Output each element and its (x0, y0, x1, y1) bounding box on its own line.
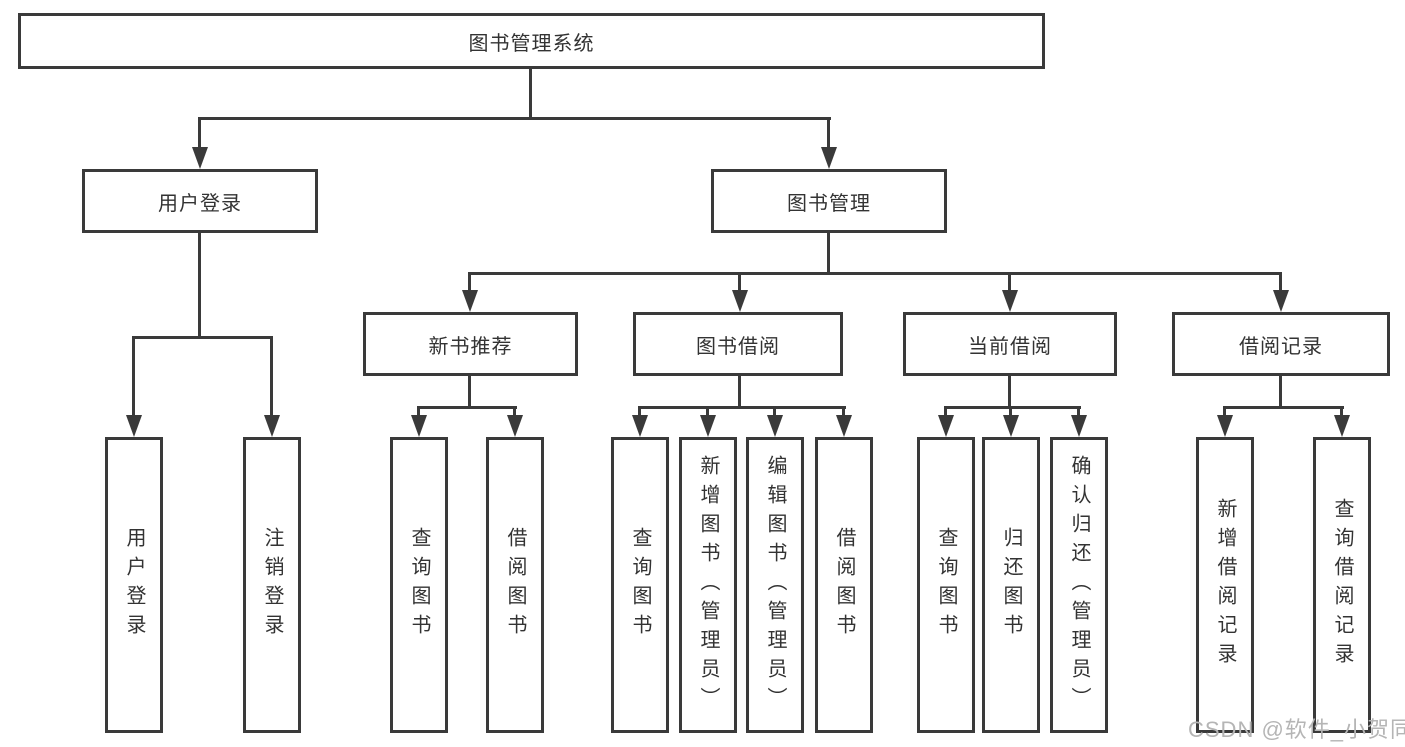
arrow-down-icon (1002, 290, 1018, 312)
node-rec-borrow-books: 借阅图书 (486, 437, 544, 733)
node-new-book-recommend: 新书推荐 (363, 312, 578, 376)
connector-line (270, 336, 273, 420)
arrow-down-icon (1003, 415, 1019, 437)
arrow-down-icon (264, 415, 280, 437)
arrow-down-icon (1217, 415, 1233, 437)
node-records-add-record: 新增借阅记录 (1196, 437, 1254, 733)
connector-line (738, 376, 741, 406)
arrow-down-icon (1071, 415, 1087, 437)
connector-line (1008, 376, 1011, 406)
arrow-down-icon (767, 415, 783, 437)
connector-line (1008, 272, 1011, 296)
arrow-down-icon (632, 415, 648, 437)
connector-line (1279, 376, 1282, 406)
connector-line (198, 117, 201, 151)
node-logout: 注销登录 (243, 437, 301, 733)
connector-line (639, 406, 846, 409)
connector-line (1279, 272, 1282, 296)
watermark: CSDN @软件_小贺同学 (1188, 717, 1405, 742)
node-borrow-add-books-admin: 新增图书（管理员） (679, 437, 737, 733)
arrow-down-icon (938, 415, 954, 437)
node-book-borrowing: 图书借阅 (633, 312, 843, 376)
node-current-borrowing: 当前借阅 (903, 312, 1117, 376)
connector-line (638, 406, 641, 420)
arrow-down-icon (700, 415, 716, 437)
connector-line (706, 406, 709, 420)
node-borrow-borrow-books: 借阅图书 (815, 437, 873, 733)
arrow-down-icon (1273, 290, 1289, 312)
arrow-down-icon (821, 147, 837, 169)
node-user-login-leaf: 用户登录 (105, 437, 163, 733)
connector-line (199, 117, 831, 120)
connector-line (1223, 406, 1226, 420)
connector-line (132, 336, 135, 420)
connector-line (842, 406, 845, 420)
arrow-down-icon (836, 415, 852, 437)
arrow-down-icon (462, 290, 478, 312)
arrow-down-icon (411, 415, 427, 437)
connector-line (827, 233, 830, 272)
connector-line (1009, 406, 1012, 420)
connector-line (469, 272, 1282, 275)
connector-line (1224, 406, 1344, 409)
connector-line (1340, 406, 1343, 420)
connector-line (198, 233, 201, 336)
connector-line (944, 406, 947, 420)
node-records-query-record: 查询借阅记录 (1313, 437, 1371, 733)
connector-line (468, 376, 471, 406)
arrow-down-icon (732, 290, 748, 312)
connector-line (827, 117, 830, 151)
connector-line (417, 406, 420, 420)
connector-line (418, 406, 517, 409)
arrow-down-icon (1334, 415, 1350, 437)
connector-line (529, 69, 532, 117)
node-borrowing-records: 借阅记录 (1172, 312, 1390, 376)
node-book-management-system: 图书管理系统 (18, 13, 1045, 69)
node-current-confirm-return-admin: 确认归还（管理员） (1050, 437, 1108, 733)
node-borrow-query-books: 查询图书 (611, 437, 669, 733)
connector-line (133, 336, 273, 339)
node-user-login: 用户登录 (82, 169, 318, 233)
node-current-query-books: 查询图书 (917, 437, 975, 733)
node-current-return-books: 归还图书 (982, 437, 1040, 733)
connector-line (513, 406, 516, 420)
node-rec-query-books: 查询图书 (390, 437, 448, 733)
connector-line (738, 272, 741, 296)
connector-line (773, 406, 776, 420)
node-borrow-edit-books-admin: 编辑图书（管理员） (746, 437, 804, 733)
node-book-management: 图书管理 (711, 169, 947, 233)
arrow-down-icon (126, 415, 142, 437)
connector-line (1077, 406, 1080, 420)
arrow-down-icon (507, 415, 523, 437)
connector-line (468, 272, 471, 296)
arrow-down-icon (192, 147, 208, 169)
connector-line (945, 406, 1081, 409)
